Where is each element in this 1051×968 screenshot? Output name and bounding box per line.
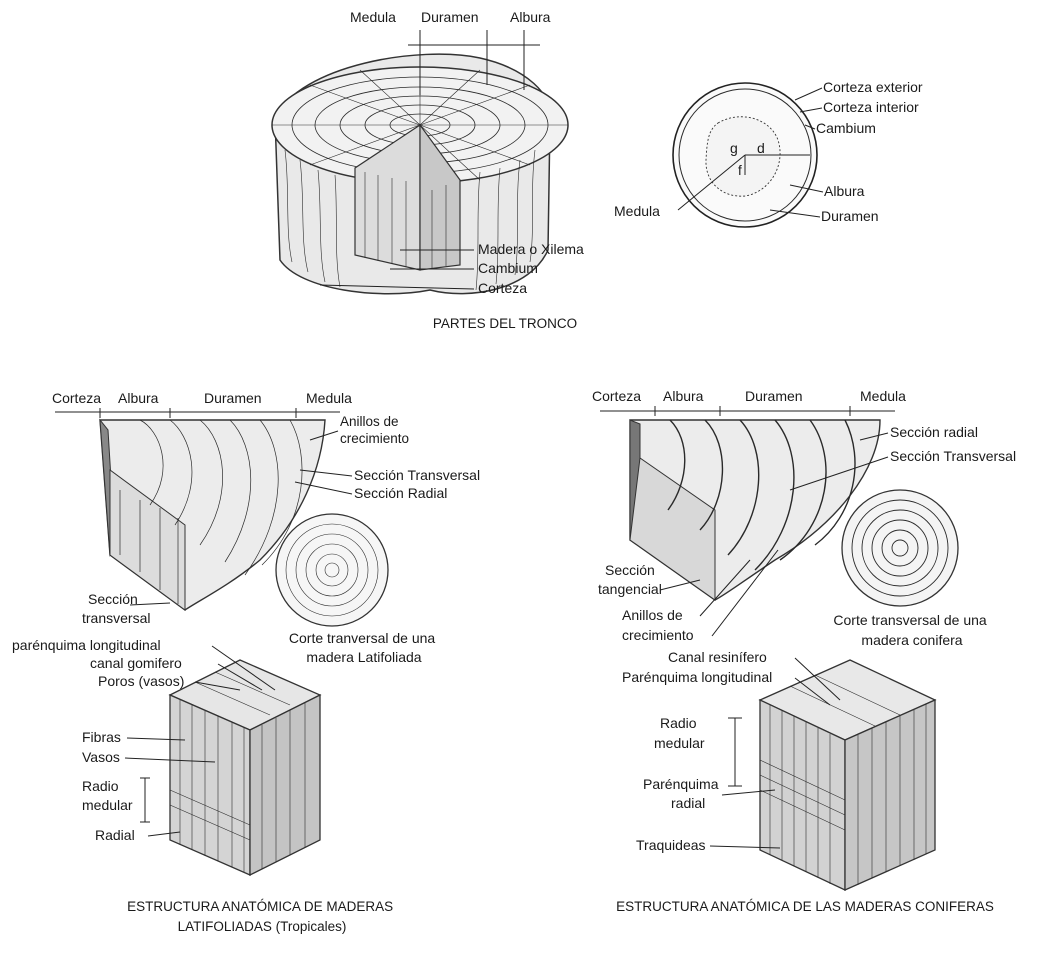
con-label-albura: Albura (663, 388, 704, 404)
latifoliadas-cube (170, 660, 320, 875)
trunk-cross-section-circle: g d f (673, 83, 817, 227)
lat-cube-canal-gomifero: canal gomifero (90, 655, 182, 671)
con-corte-caption: Corte transversal de una madera conifera (833, 612, 990, 648)
circle-label-g: g (730, 140, 738, 156)
coniferas-cube (760, 660, 935, 890)
latifoliadas-caption: ESTRUCTURA ANATÓMICA DE MADERAS LATIFOLI… (127, 899, 397, 934)
label-cambium-circle: Cambium (816, 120, 876, 136)
circle-label-d: d (757, 140, 765, 156)
latifoliada-cross-section (276, 514, 388, 626)
lat-cube-vasos: Vasos (82, 749, 120, 765)
trunk-label-medula: Medula (350, 9, 396, 25)
con-label-seccion-tangencial: Sección tangencial (598, 562, 662, 597)
lat-cube-parenquima: parénquima longitudinal (12, 637, 161, 653)
lat-label-medula: Medula (306, 390, 352, 406)
con-label-medula: Medula (860, 388, 906, 404)
latifoliadas-wedge (100, 420, 388, 626)
con-cube-parenquima-radial: Parénquima radial (643, 776, 722, 811)
lat-label-seccion-transversal-low: Sección transversal (82, 591, 150, 626)
trunk-label-corteza: Corteza (478, 280, 527, 296)
conifera-cross-section (842, 490, 958, 606)
trunk-label-madera-xilema: Madera o Xilema (478, 241, 584, 257)
label-duramen-circle: Duramen (821, 208, 879, 224)
lat-cube-radio-medular: Radio medular (82, 778, 133, 813)
coniferas-top-labels: Corteza Albura Duramen Medula (592, 388, 906, 416)
trunk-caption: PARTES DEL TRONCO (433, 316, 577, 331)
trunk-label-albura: Albura (510, 9, 551, 25)
coniferas-caption: ESTRUCTURA ANATÓMICA DE LAS MADERAS CONI… (616, 899, 994, 914)
label-albura-circle: Albura (824, 183, 865, 199)
label-medula-circle: Medula (614, 203, 660, 219)
lat-label-anillos: Anillos de crecimiento (340, 414, 409, 446)
lat-cube-fibras: Fibras (82, 729, 121, 745)
con-label-seccion-transversal: Sección Transversal (890, 448, 1016, 464)
lat-label-seccion-radial: Sección Radial (354, 485, 447, 501)
latifoliadas-top-labels: Corteza Albura Duramen Medula (52, 390, 352, 418)
lat-cube-poros: Poros (vasos) (98, 673, 184, 689)
trunk-label-cambium: Cambium (478, 260, 538, 276)
circle-label-f: f (738, 163, 742, 178)
lat-cube-radial: Radial (95, 827, 135, 843)
lat-label-seccion-transversal: Sección Transversal (354, 467, 480, 483)
label-corteza-interior: Corteza interior (823, 99, 919, 115)
con-label-anillos: Anillos de crecimiento (622, 607, 694, 643)
lat-label-duramen: Duramen (204, 390, 262, 406)
con-label-duramen: Duramen (745, 388, 803, 404)
label-corteza-exterior: Corteza exterior (823, 79, 923, 95)
con-cube-traquideas: Traquideas (636, 837, 706, 853)
con-cube-radio-medular: Radio medular (654, 715, 705, 751)
lat-label-corteza: Corteza (52, 390, 101, 406)
con-label-corteza: Corteza (592, 388, 641, 404)
lat-corte-caption: Corte tranversal de una madera Latifolia… (289, 630, 439, 665)
con-label-seccion-radial: Sección radial (890, 424, 978, 440)
lat-label-albura: Albura (118, 390, 159, 406)
con-cube-parenquima-longitudinal: Parénquima longitudinal (622, 669, 772, 685)
trunk-label-duramen: Duramen (421, 9, 479, 25)
con-cube-canal-resinifero: Canal resinífero (668, 649, 767, 665)
